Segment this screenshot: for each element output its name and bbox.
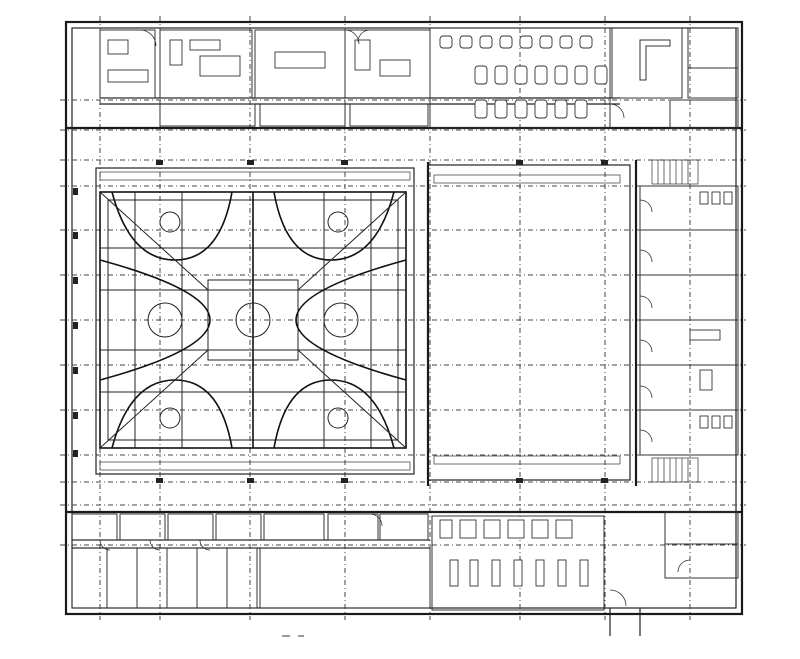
south-wing [66, 510, 742, 636]
east-wing [634, 159, 739, 486]
structural-grid [60, 16, 746, 620]
columns [73, 160, 608, 483]
classroom-desks [439, 35, 608, 119]
east-stairs [651, 159, 699, 483]
exterior-walls [64, 20, 744, 616]
south-hall-benches [439, 519, 589, 587]
open-hall [426, 162, 631, 486]
north-wing [66, 27, 742, 130]
gymnasium-court [95, 167, 415, 475]
